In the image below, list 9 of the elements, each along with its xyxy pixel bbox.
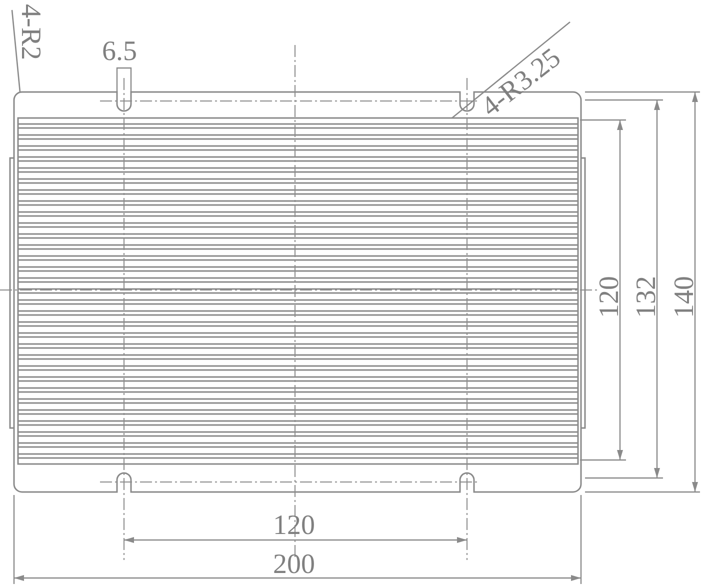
dimension-label: 120 [273,512,315,540]
dimension-label: 132 [633,276,661,318]
dimension-label: 140 [671,276,699,318]
dimension-label: 120 [596,276,624,318]
leader-line [11,10,21,92]
dimension-label: 6.5 [102,38,137,66]
leader-line [452,22,570,118]
dimension-label: 200 [273,551,315,579]
callout-label: 4-R2 [16,4,44,60]
